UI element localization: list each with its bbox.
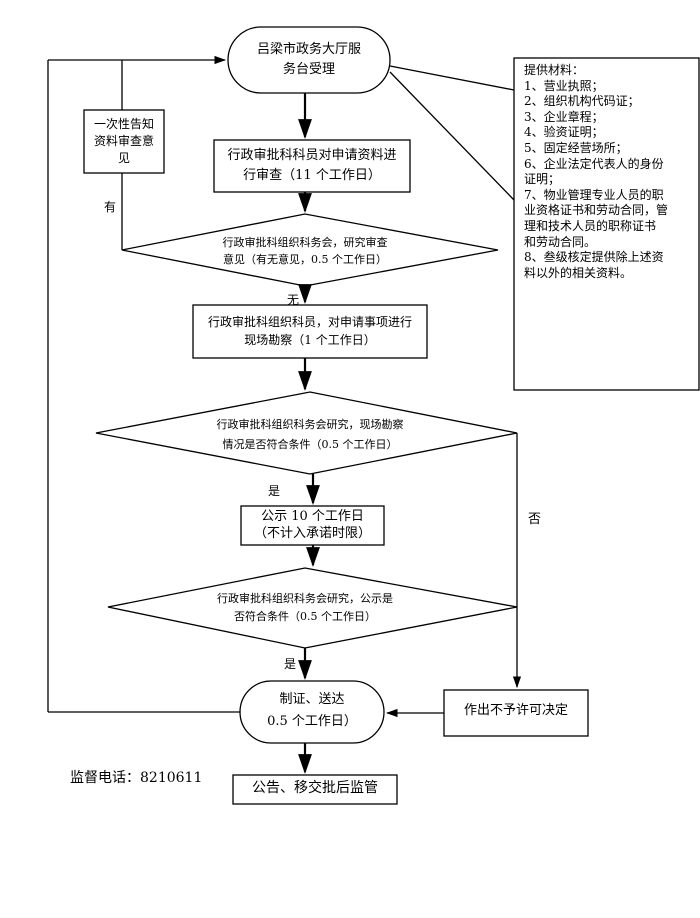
decision1-label-line1: 行政审批科组织科务会，研究审查	[222, 236, 388, 249]
step3-label-line1: 公示 10 个工作日	[261, 509, 364, 524]
materials-line: 7、物业管理专业人员的职	[524, 187, 664, 202]
materials-line: 5、固定经营场所；	[524, 140, 628, 155]
decision2-label-line2: 情况是否符合条件（0.5 个工作日）	[222, 438, 398, 451]
step2-label-line1: 行政审批科组织科员，对申请事项进行	[207, 315, 412, 329]
materials-line: 理和技术人员的职称证书	[524, 218, 657, 233]
reject-box	[443, 689, 589, 737]
notify-label-line2: 资料审查意	[93, 134, 154, 148]
notify-label-line1: 一次性告知	[93, 117, 154, 131]
materials-line: 3、企业章程；	[524, 109, 604, 124]
branch-label-fou: 否	[528, 512, 542, 527]
decision3-label-line2: 否符合条件（0.5 个工作日）	[234, 610, 376, 623]
materials-line: 6、企业法定代表人的身份	[524, 156, 664, 171]
branch-label-shi-2: 是	[284, 657, 297, 671]
callout-line-bottom	[389, 71, 515, 201]
final-box	[232, 774, 398, 805]
supervision-hotline: 监督电话：8210611	[70, 770, 203, 786]
step1-label-line1: 行政审批科科员对申请资料进	[227, 148, 397, 163]
step2-label-line2: 现场勘察（1 个工作日）	[244, 333, 376, 347]
step1-label: 行政审批科科员对申请资料进 行审查（11 个工作日）	[214, 146, 410, 186]
materials-line: 料以外的相关资料。	[524, 265, 633, 280]
branch-label-wu: 无	[287, 293, 300, 307]
notify-box	[83, 109, 165, 174]
step1-box	[213, 139, 411, 193]
step3-box	[240, 505, 385, 546]
end-label-line1: 制证、送达	[279, 692, 345, 707]
callout-line-top	[389, 65, 515, 91]
start-label-line2: 务台受理	[282, 62, 335, 77]
materials-line: 8、叁级核定提供除上述资	[524, 250, 664, 265]
decision2-label: 行政审批科组织科务会研究，现场勘察 情况是否符合条件（0.5 个工作日）	[185, 415, 435, 455]
notify-label-line3: 见	[117, 151, 130, 165]
step3-label: 公示 10 个工作日 （不计入承诺时限）	[241, 508, 384, 542]
end-label-line2: 0.5 个工作日）	[267, 714, 357, 729]
final-label: 公告、移交批后监管	[252, 780, 378, 796]
start-label: 吕梁市政务大厅服 务台受理	[228, 40, 390, 80]
materials-line: 4、验资证明；	[524, 125, 604, 140]
materials-line: 1、营业执照；	[524, 78, 604, 93]
end-label: 制证、送达 0.5 个工作日）	[240, 689, 384, 733]
branch-label-you: 有	[104, 200, 117, 214]
decision2-label-line1: 行政审批科组织科务会研究，现场勘察	[216, 418, 404, 431]
step2-label: 行政审批科组织科员，对申请事项进行 现场勘察（1 个工作日）	[193, 313, 427, 349]
materials-line: 和劳动合同。	[524, 234, 597, 249]
step1-label-line2: 行审查（11 个工作日）	[243, 168, 381, 183]
materials-line: 证明；	[524, 172, 561, 187]
decision1-diamond	[121, 213, 499, 287]
decision1-label-line2: 意见（有无意见，0.5 个工作日）	[223, 253, 387, 266]
start-terminator-shape	[227, 26, 391, 94]
decision3-label: 行政审批科组织科务会研究，公示是 否符合条件（0.5 个工作日）	[190, 590, 420, 626]
decision3-label-line1: 行政审批科组织科务会研究，公示是	[217, 592, 393, 605]
step2-box	[192, 304, 428, 359]
notify-label: 一次性告知 资料审查意 见	[84, 116, 164, 167]
materials-box	[513, 57, 700, 391]
materials-line: 业资格证书和劳动合同，管	[524, 203, 669, 218]
step3-label-line2: （不计入承诺时限）	[253, 526, 371, 541]
decision1-label: 行政审批科组织科务会，研究审查 意见（有无意见，0.5 个工作日）	[185, 234, 425, 268]
reject-label: 作出不予许可决定	[463, 703, 568, 718]
materials-line: 2、组织机构代码证；	[524, 94, 640, 109]
branch-label-shi-1: 是	[268, 484, 281, 498]
start-label-line1: 吕梁市政务大厅服	[256, 42, 361, 57]
materials-title: 提供材料：	[524, 63, 585, 77]
materials-list: 提供材料： 1、营业执照； 2、组织机构代码证； 3、企业章程； 4、验资证明；…	[524, 63, 696, 281]
